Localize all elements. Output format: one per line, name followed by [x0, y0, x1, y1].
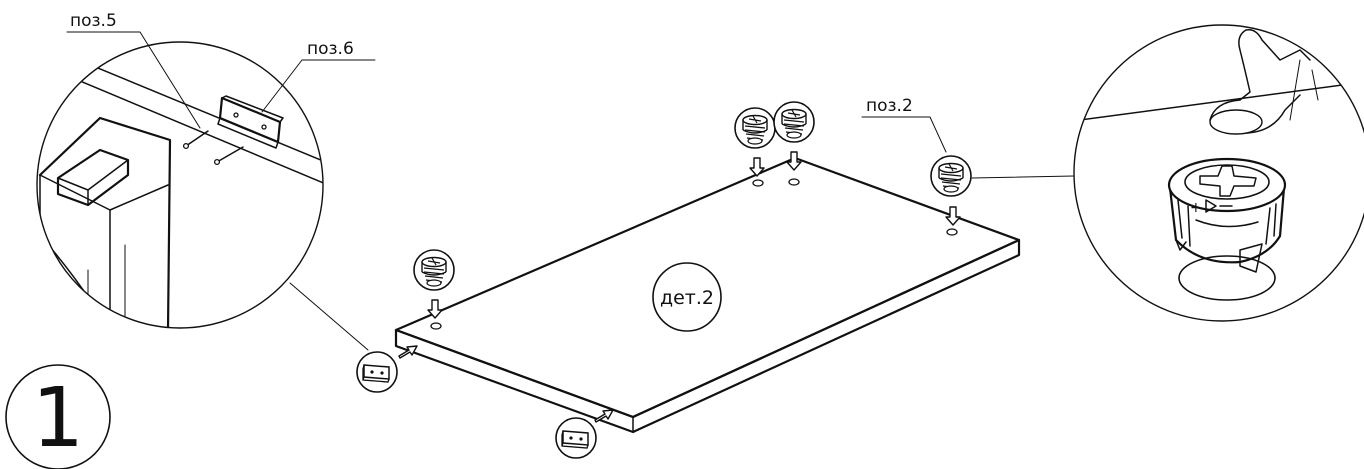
- part-label-det2: дет.2: [652, 262, 722, 332]
- cam-lock-icon: [734, 107, 776, 149]
- cam-hole: [946, 228, 958, 236]
- cam-lock-icon: [930, 155, 972, 197]
- label-pos5: поз.5: [70, 11, 117, 31]
- connector-line: [971, 175, 1075, 179]
- label-leader-lines: [66, 31, 376, 129]
- insert-arrow-icon: [945, 206, 961, 226]
- cam-hole: [430, 322, 442, 330]
- label-leader-lines: [861, 116, 947, 153]
- board-panel: [394, 156, 1021, 434]
- step-number-badge: 1: [5, 364, 111, 469]
- label-det2: дет.2: [660, 287, 714, 309]
- bracket-icon: [356, 351, 398, 393]
- svg-text:+: +: [1190, 200, 1202, 216]
- label-pos2: поз.2: [866, 96, 913, 116]
- cam-lock-icon: [773, 101, 815, 143]
- cam-hole: [788, 178, 800, 186]
- left-detail-view: [36, 41, 324, 329]
- bracket-icon: [555, 417, 597, 459]
- cam-hole: [752, 179, 764, 187]
- insert-arrow-icon: [594, 409, 614, 423]
- right-detail-view: +: [1073, 24, 1364, 322]
- connector-line: [289, 282, 369, 351]
- cam-lock-icon: [413, 249, 455, 291]
- label-pos6: поз.6: [307, 39, 354, 59]
- step-number: 1: [32, 371, 84, 466]
